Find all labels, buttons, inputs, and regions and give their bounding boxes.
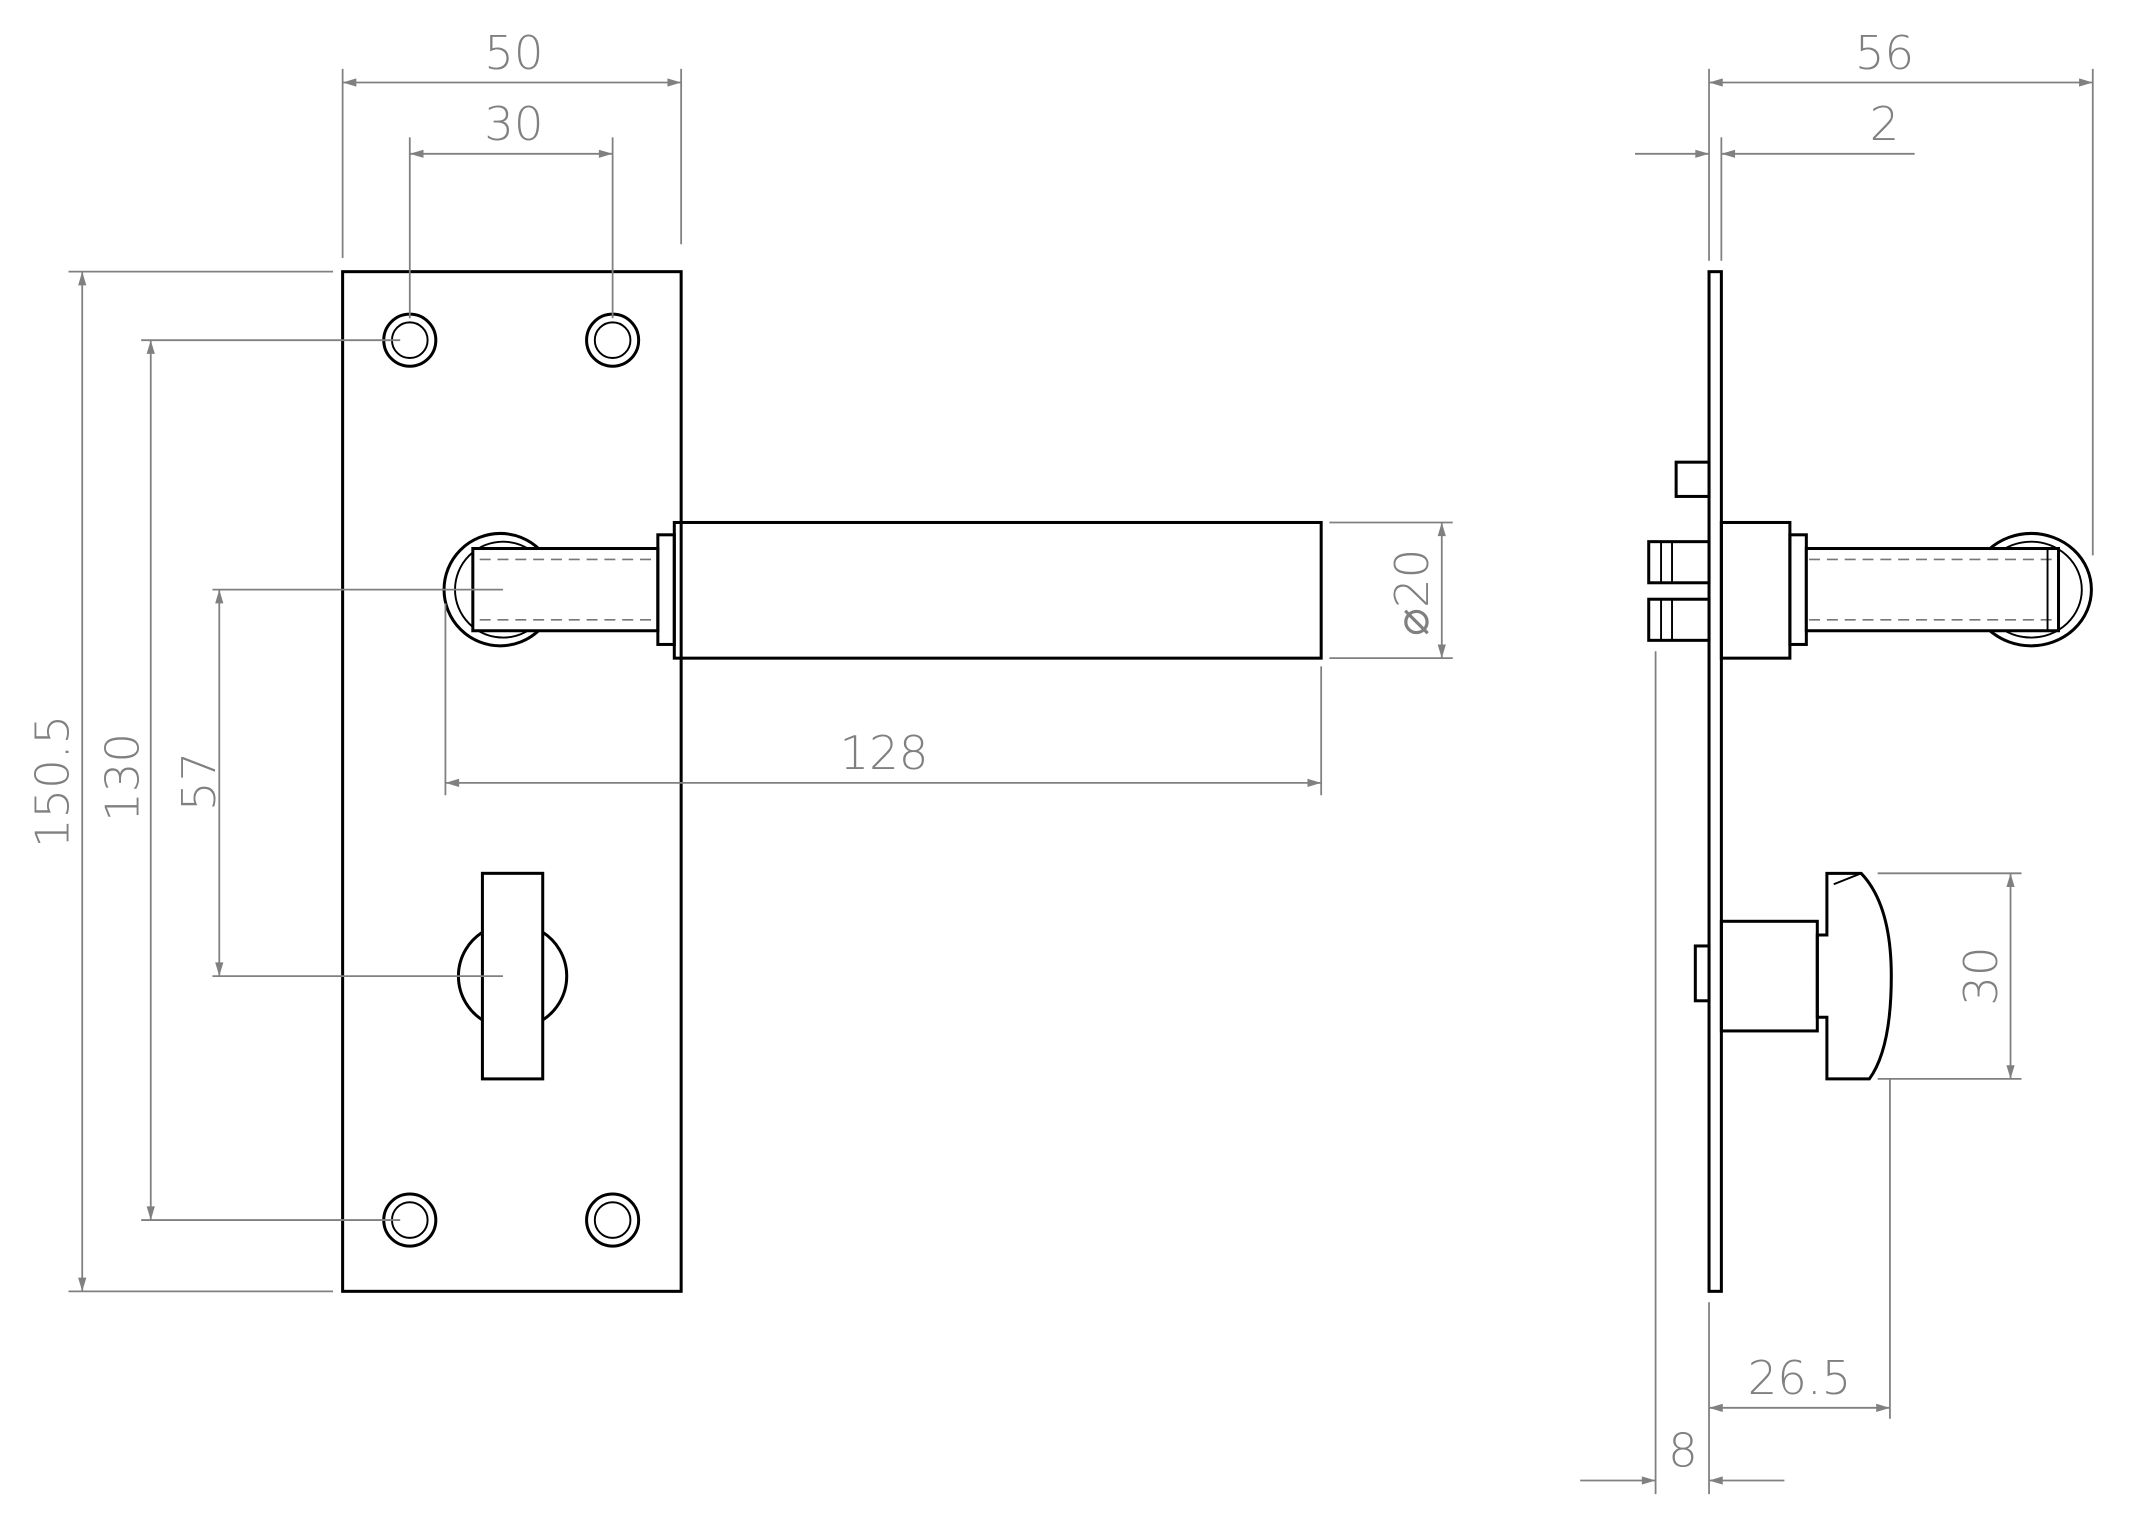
lever-rose-side bbox=[1719, 520, 1792, 660]
dimension-label: 150.5 bbox=[26, 715, 80, 848]
dimension-spindle-offset: 8 bbox=[1580, 651, 1785, 1495]
dimension-plate-width: 50 bbox=[341, 26, 683, 258]
dimension-label: 50 bbox=[484, 26, 543, 80]
thumbturn-base bbox=[1719, 919, 1819, 1033]
screw-holes bbox=[382, 312, 641, 1248]
screw-hole bbox=[585, 1192, 641, 1248]
lever-bar bbox=[672, 520, 1323, 660]
dimension-turn-height: 30 bbox=[1877, 872, 2022, 1080]
dimension-label: 8 bbox=[1668, 1424, 1698, 1478]
dimension-hole-spacing-h: 30 bbox=[408, 97, 614, 319]
thumbturn-knob-side bbox=[1815, 871, 1893, 1081]
dimension-label: 57 bbox=[172, 752, 226, 811]
dimension-label: 130 bbox=[95, 733, 149, 822]
front-view: 50 30 150.5 130 57 128 bbox=[26, 26, 1453, 1293]
dimension-lever-to-turn: 57 bbox=[172, 588, 503, 978]
dimension-label: 30 bbox=[1954, 946, 2008, 1005]
dimension-lever-diameter: ⌀20 bbox=[1329, 521, 1453, 660]
dimension-hole-spacing-v: 130 bbox=[95, 339, 401, 1221]
dimension-label: 128 bbox=[840, 726, 929, 780]
dimension-label: 30 bbox=[484, 97, 543, 151]
dimension-turn-projection: 26.5 bbox=[1708, 1078, 1891, 1495]
lever-neck-side bbox=[1804, 547, 2061, 633]
dimension-overall-depth: 56 bbox=[1708, 26, 2094, 556]
dimension-label: 2 bbox=[1870, 97, 1900, 151]
dimension-label: 56 bbox=[1855, 26, 1914, 80]
dimension-plate-height: 150.5 bbox=[26, 270, 334, 1293]
lever-handle bbox=[442, 520, 1323, 660]
spindle-lower bbox=[1647, 597, 1711, 642]
dimension-label: ⌀20 bbox=[1385, 549, 1439, 636]
dimension-label: 26.5 bbox=[1748, 1351, 1852, 1405]
dimension-lever-length: 128 bbox=[444, 603, 1323, 796]
backplate bbox=[341, 270, 683, 1293]
spindle-upper bbox=[1647, 540, 1711, 585]
side-view: 56 2 30 26.5 8 bbox=[1580, 26, 2094, 1495]
dimension-plate-thickness: 2 bbox=[1635, 97, 1915, 261]
backplate-side bbox=[1707, 270, 1723, 1293]
lever-collar bbox=[656, 533, 676, 646]
